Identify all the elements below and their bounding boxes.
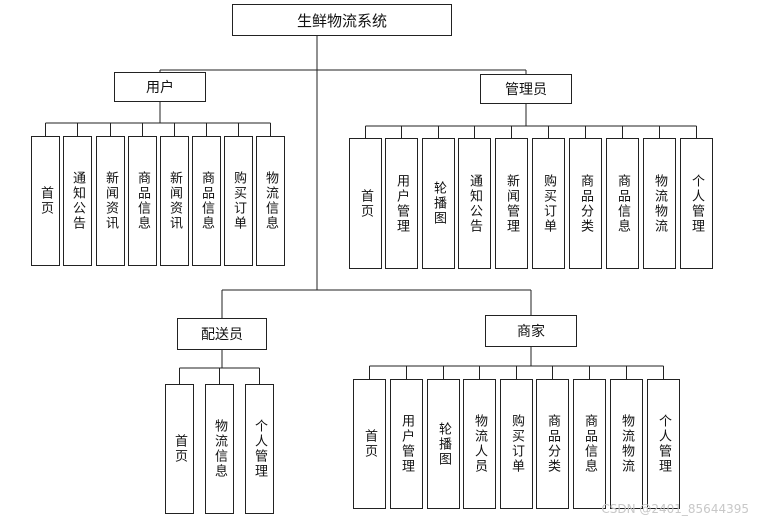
group-node: 用户 bbox=[114, 72, 206, 102]
leaf-node: 首页 bbox=[31, 136, 60, 266]
group-node: 配送员 bbox=[177, 318, 267, 350]
leaf-node: 首页 bbox=[165, 384, 194, 514]
leaf-node: 物流信息 bbox=[256, 136, 285, 266]
leaf-node: 首页 bbox=[349, 138, 382, 269]
leaf-node: 商品信息 bbox=[192, 136, 221, 266]
leaf-node: 商品信息 bbox=[128, 136, 157, 266]
leaf-node: 轮播图 bbox=[427, 379, 460, 509]
leaf-node: 新闻管理 bbox=[495, 138, 528, 269]
leaf-node: 购买订单 bbox=[500, 379, 533, 509]
leaf-node: 商品分类 bbox=[569, 138, 602, 269]
leaf-node: 个人管理 bbox=[647, 379, 680, 509]
leaf-node: 商品分类 bbox=[536, 379, 569, 509]
leaf-node: 用户管理 bbox=[385, 138, 418, 269]
leaf-node: 用户管理 bbox=[390, 379, 423, 509]
root-node: 生鲜物流系统 bbox=[232, 4, 452, 36]
leaf-node: 通知公告 bbox=[63, 136, 92, 266]
leaf-node: 新闻资讯 bbox=[96, 136, 125, 266]
leaf-node: 物流信息 bbox=[205, 384, 234, 514]
leaf-node: 首页 bbox=[353, 379, 386, 509]
leaf-node: 轮播图 bbox=[422, 138, 455, 269]
leaf-node: 新闻资讯 bbox=[160, 136, 189, 266]
leaf-node: 物流人员 bbox=[463, 379, 496, 509]
leaf-node: 商品信息 bbox=[573, 379, 606, 509]
leaf-node: 购买订单 bbox=[532, 138, 565, 269]
leaf-node: 购买订单 bbox=[224, 136, 253, 266]
group-node: 商家 bbox=[485, 315, 577, 347]
leaf-node: 物流物流 bbox=[610, 379, 643, 509]
group-node: 管理员 bbox=[480, 74, 572, 104]
leaf-node: 个人管理 bbox=[680, 138, 713, 269]
leaf-node: 物流物流 bbox=[643, 138, 676, 269]
leaf-node: 通知公告 bbox=[458, 138, 491, 269]
leaf-node: 商品信息 bbox=[606, 138, 639, 269]
leaf-node: 个人管理 bbox=[245, 384, 274, 514]
watermark: CSDN @2401_85644395 bbox=[601, 502, 749, 516]
